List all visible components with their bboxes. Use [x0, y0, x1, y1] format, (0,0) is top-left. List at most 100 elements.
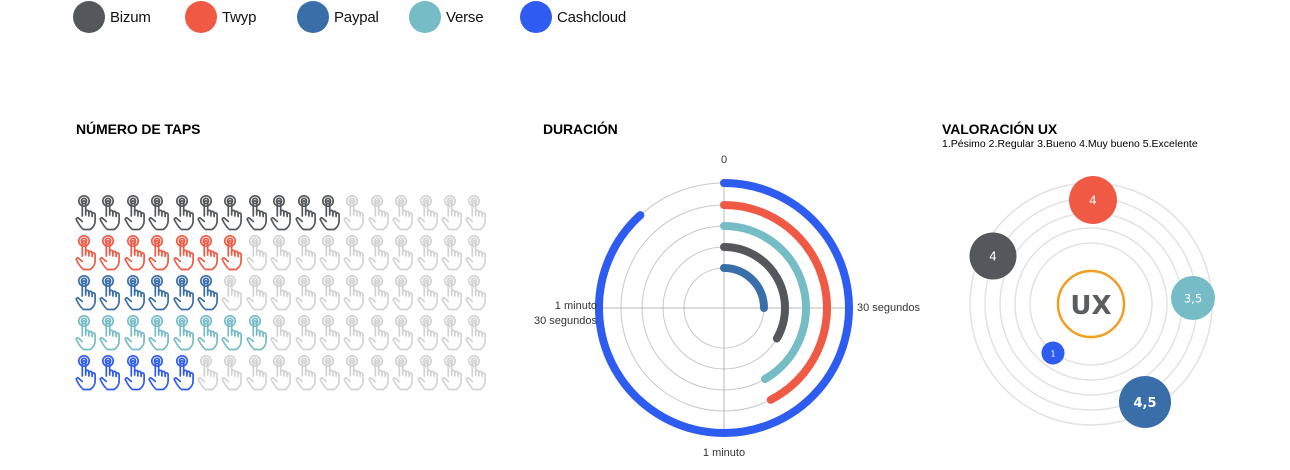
tap-hand-icon: [220, 354, 244, 392]
tap-hand-icon: [342, 234, 366, 272]
duration-label-1min30-line1: 1 minuto: [555, 300, 597, 312]
tap-hand-icon: [147, 194, 171, 232]
legend-label: Cashcloud: [557, 8, 627, 26]
tap-hand-icon: [342, 314, 366, 352]
ux-center-label: UX: [1070, 291, 1111, 321]
tap-hand-icon: [391, 314, 415, 352]
tap-hand-icon: [74, 314, 98, 352]
legend-dot-verse: [409, 1, 441, 33]
tap-hand-icon: [196, 354, 220, 392]
tap-row-verse: [74, 314, 494, 354]
tap-hand-icon: [269, 234, 293, 272]
tap-hand-icon: [147, 274, 171, 312]
tap-hand-icon: [98, 194, 122, 232]
ux-center-circle: [1056, 269, 1126, 339]
duration-label-1min30-line2: 30 segundos: [534, 315, 597, 327]
tap-hand-icon: [391, 234, 415, 272]
legend-item-bizum: Bizum: [73, 1, 151, 33]
tap-hand-icon: [269, 354, 293, 392]
duration-arc-verse: [720, 222, 810, 384]
legend-label: Verse: [446, 8, 484, 26]
tap-hand-icon: [367, 274, 391, 312]
tap-hand-icon: [342, 194, 366, 232]
tap-hand-icon: [220, 234, 244, 272]
duration-title: DURACIÓN: [543, 121, 618, 137]
tap-hand-icon: [147, 234, 171, 272]
tap-hand-icon: [245, 354, 269, 392]
duration-arc-twyp: [720, 201, 831, 404]
tap-hand-icon: [196, 274, 220, 312]
tap-hand-icon: [98, 314, 122, 352]
tap-hand-icon: [74, 274, 98, 312]
tap-hand-icon: [98, 234, 122, 272]
tap-hand-icon: [416, 354, 440, 392]
tap-hand-icon: [269, 194, 293, 232]
tap-hand-icon: [172, 234, 196, 272]
tap-hand-icon: [318, 274, 342, 312]
ux-bubble-twyp: 4: [1069, 176, 1117, 224]
tap-hand-icon: [440, 354, 464, 392]
tap-hand-icon: [147, 354, 171, 392]
tap-hand-icon: [464, 194, 488, 232]
tap-row-cashcloud: [74, 354, 494, 394]
tap-hand-icon: [123, 354, 147, 392]
tap-hand-icon: [74, 354, 98, 392]
legend-dot-cashcloud: [520, 1, 552, 33]
tap-hand-icon: [464, 314, 488, 352]
tap-hand-icon: [245, 234, 269, 272]
tap-hand-icon: [464, 234, 488, 272]
tap-hand-icon: [172, 314, 196, 352]
tap-hand-icon: [74, 194, 98, 232]
tap-hand-icon: [416, 234, 440, 272]
legend-dot-paypal: [297, 1, 329, 33]
legend-label: Bizum: [110, 8, 151, 26]
legend-dot-twyp: [185, 1, 217, 33]
tap-hand-icon: [318, 354, 342, 392]
tap-hand-icon: [367, 354, 391, 392]
tap-hand-icon: [440, 234, 464, 272]
ux-bubble-paypal: 4,5: [1119, 376, 1171, 428]
tap-hand-icon: [220, 194, 244, 232]
duration-arcs: [595, 179, 853, 437]
ux-bubble-label: 4: [989, 250, 997, 264]
tap-hand-icon: [391, 194, 415, 232]
ux-scale-legend: 1.Pésimo 2.Regular 3.Bueno 4.Muy bueno 5…: [942, 138, 1198, 150]
tap-hand-icon: [342, 354, 366, 392]
tap-hand-icon: [172, 354, 196, 392]
tap-hand-icon: [294, 314, 318, 352]
ux-bubble-verse: 3,5: [1171, 276, 1215, 320]
tap-hand-icon: [391, 274, 415, 312]
legend-label: Paypal: [334, 8, 379, 26]
tap-hand-icon: [123, 194, 147, 232]
legend-item-verse: Verse: [409, 1, 484, 33]
tap-hand-icon: [440, 274, 464, 312]
duration-arc-paypal: [720, 264, 768, 312]
tap-hand-icon: [464, 354, 488, 392]
tap-hand-icon: [318, 234, 342, 272]
tap-hand-icon: [367, 194, 391, 232]
tap-hand-icon: [196, 234, 220, 272]
tap-hand-icon: [172, 274, 196, 312]
legend-item-cashcloud: Cashcloud: [520, 1, 626, 33]
ux-bubble-bizum: 4: [969, 232, 1017, 280]
tap-hand-icon: [318, 314, 342, 352]
tap-hand-icon: [416, 194, 440, 232]
taps-title: NÚMERO DE TAPS: [76, 121, 201, 137]
tap-hand-icon: [245, 274, 269, 312]
ux-bubble-label: 4,5: [1133, 396, 1156, 411]
tap-hand-icon: [416, 274, 440, 312]
tap-hand-icon: [123, 314, 147, 352]
legend-label: Twyp: [222, 8, 257, 26]
legend-item-twyp: Twyp: [185, 1, 256, 33]
tap-row-twyp: [74, 234, 494, 274]
duration-label-1min: 1 minuto: [703, 447, 745, 459]
ux-bubbles: 4 4 3,5 1 4,5: [969, 176, 1215, 428]
tap-hand-icon: [464, 274, 488, 312]
tap-hand-icon: [269, 274, 293, 312]
tap-hand-icon: [294, 234, 318, 272]
tap-row-paypal: [74, 274, 494, 314]
ux-bubble-cashcloud: 1: [1041, 341, 1065, 365]
tap-hand-icon: [74, 234, 98, 272]
tap-hand-icon: [123, 274, 147, 312]
